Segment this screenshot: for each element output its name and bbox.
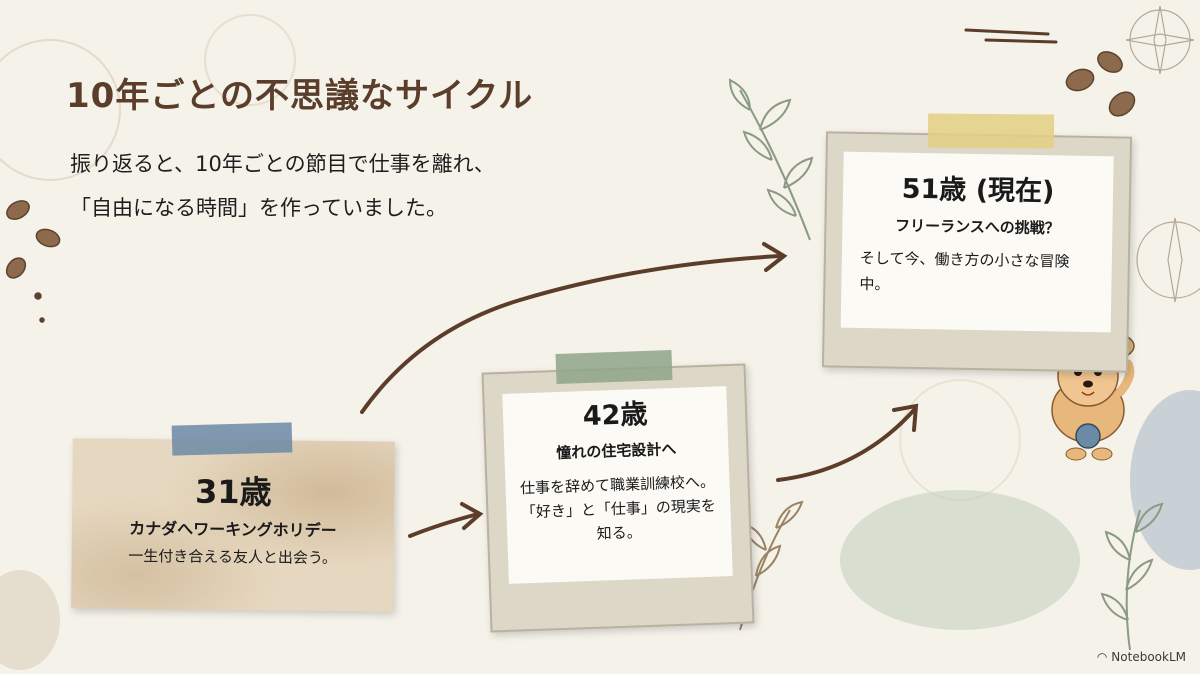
photo-frame-inner: 51歳 (現在) フリーランスへの挑戦？ そして今、働き方の小さな冒険中。 xyxy=(840,151,1114,333)
leaf-branch-icon xyxy=(1100,502,1164,651)
logo-text: NotebookLM xyxy=(1111,650,1186,664)
subtitle-line-2: 「自由になる時間」を作っていました。 xyxy=(70,196,447,220)
milestone-heading: カナダへワーキングホリデー xyxy=(129,518,337,541)
milestone-description: 仕事を辞めて職業訓練校へ。「好き」と「仕事」の現実を知る。 xyxy=(519,472,717,543)
milestone-card-51: 51歳 (現在) フリーランスへの挑戦？ そして今、働き方の小さな冒険中。 xyxy=(821,131,1133,373)
milestone-age: 31歳 xyxy=(194,472,272,512)
compass-icon xyxy=(1125,5,1200,303)
notebooklm-logo: ◠ NotebookLM xyxy=(1097,650,1186,664)
page-title: 10年ごとの不思議なサイクル xyxy=(66,76,534,116)
page-subtitle: 振り返ると、10年ごとの節目で仕事を離れ、 「自由になる時間」を作っていました。 xyxy=(70,142,710,230)
milestone-description: そして今、働き方の小さな冒険中。 xyxy=(859,248,1070,294)
notebooklm-icon: ◠ xyxy=(1096,650,1108,664)
milestone-age: 42歳 xyxy=(582,398,648,433)
milestone-heading: フリーランスへの挑戦？ xyxy=(894,216,1060,238)
milestone-card-31: 31歳 カナダへワーキングホリデー 一生付き合える友人と出会う。 xyxy=(71,438,395,612)
photo-frame-inner: 42歳 憧れの住宅設計へ 仕事を辞めて職業訓練校へ。「好き」と「仕事」の現実を知… xyxy=(502,386,733,584)
leaf-branch-icon xyxy=(728,78,814,241)
masking-tape xyxy=(927,113,1055,149)
milestone-age: 51歳 (現在) xyxy=(901,173,1055,208)
arrow-icon xyxy=(360,242,919,538)
coffee-beans-icon xyxy=(1065,51,1136,117)
milestone-heading: 憧れの住宅設計へ xyxy=(556,439,677,463)
milestone-card-42: 42歳 憧れの住宅設計へ 仕事を辞めて職業訓練校へ。「好き」と「仕事」の現実を知… xyxy=(481,363,755,633)
milestone-description: 一生付き合える友人と出会う。 xyxy=(128,546,338,568)
coffee-beans-icon xyxy=(5,200,61,323)
masking-tape xyxy=(555,349,673,385)
subtitle-line-1: 振り返ると、10年ごとの節目で仕事を離れ、 xyxy=(70,152,495,176)
masking-tape xyxy=(171,422,293,456)
coffee-stain-icon xyxy=(0,14,1021,501)
